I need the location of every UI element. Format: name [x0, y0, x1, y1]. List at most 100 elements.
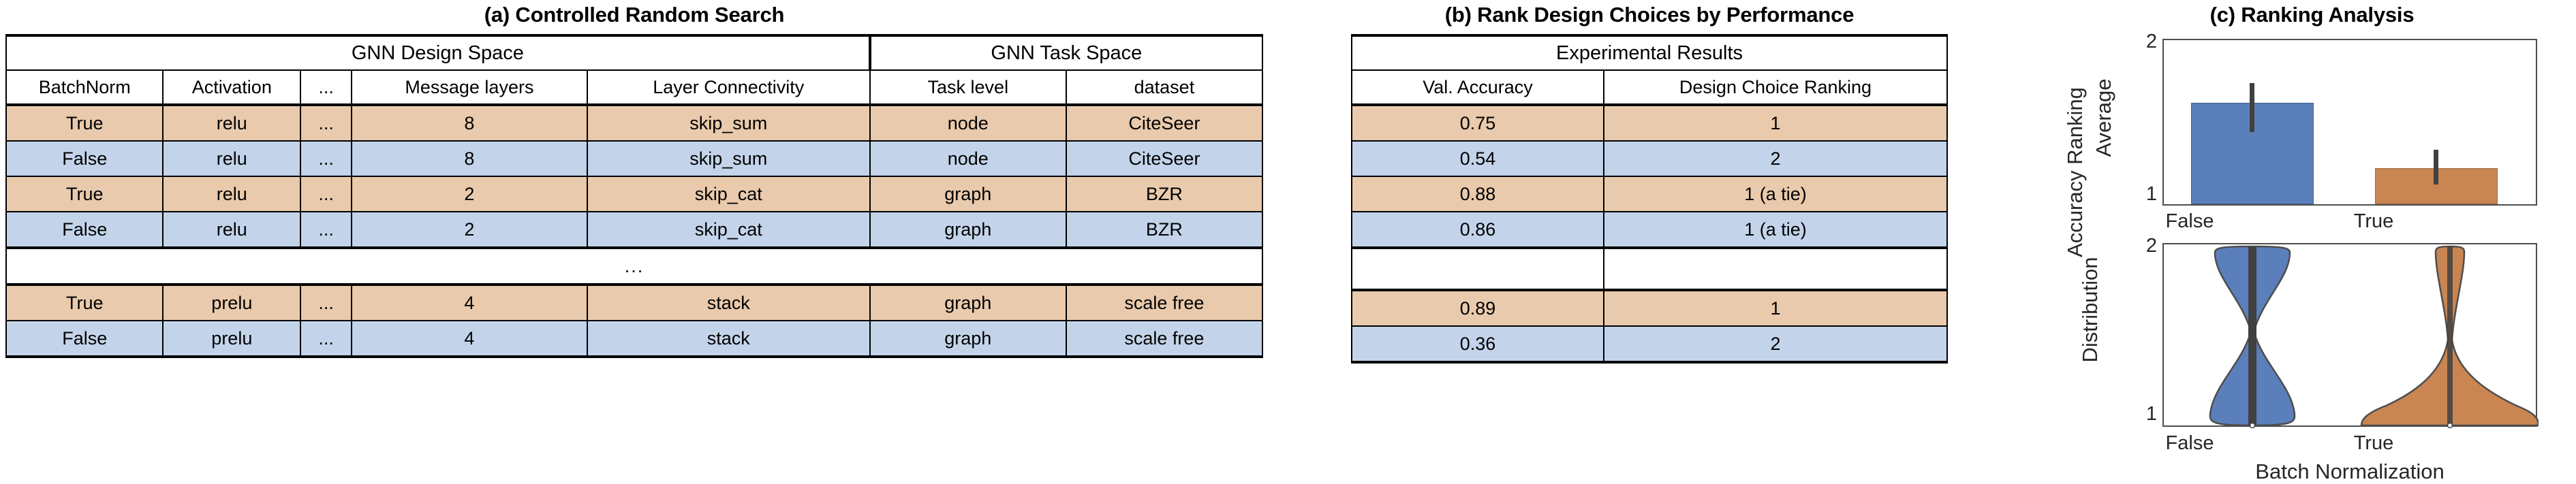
column-header-layer-connectivity: Layer Connectivity [586, 69, 871, 106]
cell-dataset: CiteSeer [1065, 104, 1264, 142]
panel-controlled-random-search: (a) Controlled Random Search GNN Design … [0, 0, 1271, 358]
cell-ranking: 2 [1603, 325, 1948, 364]
column-header-batchnorm: BatchNorm [5, 69, 164, 106]
cell-ranking: 1 (a tie) [1603, 211, 1948, 248]
cell-val-accuracy: 0.88 [1351, 176, 1604, 212]
bar-chart-xtick-false: False [2165, 210, 2214, 232]
cell-val-accuracy: 0.36 [1351, 325, 1604, 364]
column-header-task-level: Task level [869, 69, 1067, 106]
table-row: True prelu ... 4 stack graph scale free [5, 284, 1264, 321]
violin-true-median-point [2447, 422, 2453, 428]
group-header-gnn-design-space: GNN Design Space [5, 34, 871, 71]
table-row: True relu ... 2 skip_cat graph BZR [5, 176, 1264, 212]
cell-task-level: graph [869, 176, 1067, 212]
cell-activation: relu [162, 140, 302, 177]
panel-ranking-analysis: (c) Ranking Analysis Accuracy Ranking Av… [2028, 0, 2576, 483]
column-header-message-layers: Message layers [351, 69, 588, 106]
group-header-experimental-results: Experimental Results [1351, 34, 1948, 71]
table-row: 0.89 1 [1351, 289, 1948, 327]
cell-activation: prelu [162, 284, 302, 321]
violin-shapes [2209, 245, 2539, 428]
cell-batchnorm: True [5, 284, 164, 321]
table-row: 0.54 2 [1351, 140, 1948, 177]
panel-a-title: (a) Controlled Random Search [484, 3, 785, 27]
cell-batchnorm: True [5, 104, 164, 142]
cell-message-layers: 4 [351, 284, 588, 321]
cell-task-level: graph [869, 320, 1067, 358]
table-row: 0.75 1 [1351, 104, 1948, 142]
cell-task-level: node [869, 104, 1067, 142]
cell-layer-connectivity: stack [586, 320, 871, 358]
violin-chart-xtick-true: True [2353, 432, 2394, 454]
cell-layer-connectivity: skip_sum [586, 140, 871, 177]
table-a-group-header-row: GNN Design Space GNN Task Space [5, 34, 1264, 71]
cell-val-accuracy: 0.75 [1351, 104, 1604, 142]
table-row: 0.36 2 [1351, 325, 1948, 364]
table-row: 0.88 1 (a tie) [1351, 176, 1948, 212]
violin-false-median-point [2249, 422, 2256, 428]
cell-ranking: 1 [1603, 104, 1948, 142]
cell-activation: relu [162, 104, 302, 142]
panel-rank-design-choices: (b) Rank Design Choices by Performance E… [1271, 0, 2028, 364]
cell-ellipsis: ... [5, 246, 1263, 286]
cell-message-layers: 2 [351, 211, 588, 248]
table-row: True relu ... 8 skip_sum node CiteSeer [5, 104, 1264, 142]
table-row: False relu ... 8 skip_sum node CiteSeer [5, 140, 1264, 177]
design-space-table: GNN Design Space GNN Task Space BatchNor… [5, 34, 1264, 358]
column-header-val-accuracy: Val. Accuracy [1351, 69, 1604, 106]
cell-message-layers: 8 [351, 140, 588, 177]
cell-val-accuracy: 0.54 [1351, 140, 1604, 177]
violin-chart-ytick-2: 2 [2145, 235, 2157, 257]
cell-val-accuracy: 0.86 [1351, 211, 1604, 248]
column-header-design-choice-ranking: Design Choice Ranking [1603, 69, 1948, 106]
cell-activation: prelu [162, 320, 302, 358]
cell-message-layers: 2 [351, 176, 588, 212]
bar-chart-axes [2162, 39, 2537, 206]
cell-dataset: scale free [1065, 320, 1264, 358]
group-header-gnn-task-space: GNN Task Space [868, 34, 1264, 71]
cell-dataset: BZR [1065, 176, 1264, 212]
cell-task-level: graph [869, 284, 1067, 321]
cell-more: ... [300, 140, 353, 177]
bar-chart-xtick-true: True [2353, 210, 2394, 232]
bar-chart-ytick-1: 1 [2145, 183, 2157, 205]
cell-layer-connectivity: skip_cat [586, 176, 871, 212]
cell-message-layers: 4 [351, 320, 588, 358]
cell-ranking: 1 (a tie) [1603, 176, 1948, 212]
table-row: False prelu ... 4 stack graph scale free [5, 320, 1264, 358]
bar-chart-y-axis-label: Average [2092, 78, 2115, 157]
violin-true-quartile-bar [2447, 246, 2453, 425]
cell-ellipsis-left [1351, 246, 1604, 291]
cell-activation: relu [162, 211, 302, 248]
cell-dataset: BZR [1065, 211, 1264, 248]
cell-activation: relu [162, 176, 302, 212]
cell-dataset: scale free [1065, 284, 1264, 321]
cell-dataset: CiteSeer [1065, 140, 1264, 177]
table-a-column-header-row: BatchNorm Activation ... Message layers … [5, 69, 1264, 106]
violin-false-quartile-bar [2248, 246, 2256, 425]
violin-chart-y-axis-label: Distribution [2078, 257, 2102, 363]
panel-b-title: (b) Rank Design Choices by Performance [1444, 3, 1855, 27]
table-b-group-header-row: Experimental Results [1351, 34, 1948, 71]
cell-batchnorm: False [5, 320, 164, 358]
cell-task-level: graph [869, 211, 1067, 248]
experimental-results-table: Experimental Results Val. Accuracy Desig… [1351, 34, 1948, 364]
cell-more: ... [300, 211, 353, 248]
cell-ellipsis-right [1603, 246, 1948, 291]
cell-layer-connectivity: skip_cat [586, 211, 871, 248]
ranking-analysis-charts: Accuracy Ranking Average 2 1 False True … [2028, 31, 2576, 483]
panel-c-title: (c) Ranking Analysis [2209, 3, 2415, 27]
bar-chart-ytick-2: 2 [2145, 31, 2157, 52]
cell-more: ... [300, 284, 353, 321]
table-row-ellipsis [1351, 246, 1948, 291]
cell-layer-connectivity: skip_sum [586, 104, 871, 142]
column-header-dataset: dataset [1065, 69, 1264, 106]
column-header-more: ... [300, 69, 353, 106]
table-row-ellipsis: ... [5, 246, 1263, 286]
column-header-activation: Activation [162, 69, 302, 106]
cell-batchnorm: False [5, 140, 164, 177]
table-row: 0.86 1 (a tie) [1351, 211, 1948, 248]
table-b-column-header-row: Val. Accuracy Design Choice Ranking [1351, 69, 1948, 106]
cell-more: ... [300, 320, 353, 358]
cell-message-layers: 8 [351, 104, 588, 142]
